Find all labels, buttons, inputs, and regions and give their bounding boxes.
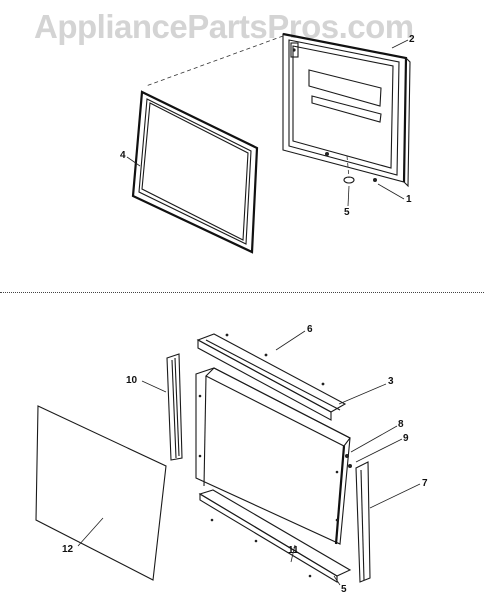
callout-3: 3 [388,376,394,387]
callout-8: 8 [398,419,404,430]
section-divider [0,292,484,293]
alignment-line [346,155,350,179]
callout-7: 7 [422,478,428,489]
side-trim-left [166,353,183,461]
callout-11: 11 [288,545,299,556]
alignment-line [145,35,284,87]
side-trim-right [355,461,371,583]
callout-9: 9 [403,433,409,444]
bottom-trim [198,489,352,583]
top-trim [196,333,347,421]
glass-panel [35,405,167,581]
washer [343,176,355,184]
callout-10: 10 [126,375,138,386]
drawer-front-panel [195,367,352,545]
callout-1: 1 [406,194,412,205]
callout-4: 4 [120,150,126,161]
callout-5-lower: 5 [341,584,347,595]
callout-6: 6 [307,324,313,335]
callout-2: 2 [409,34,415,45]
site-watermark: AppliancePartsPros.com [34,8,414,45]
door-panel [282,32,411,188]
door-gasket [131,90,259,254]
callout-5: 5 [344,207,350,218]
callout-12: 12 [62,544,74,555]
